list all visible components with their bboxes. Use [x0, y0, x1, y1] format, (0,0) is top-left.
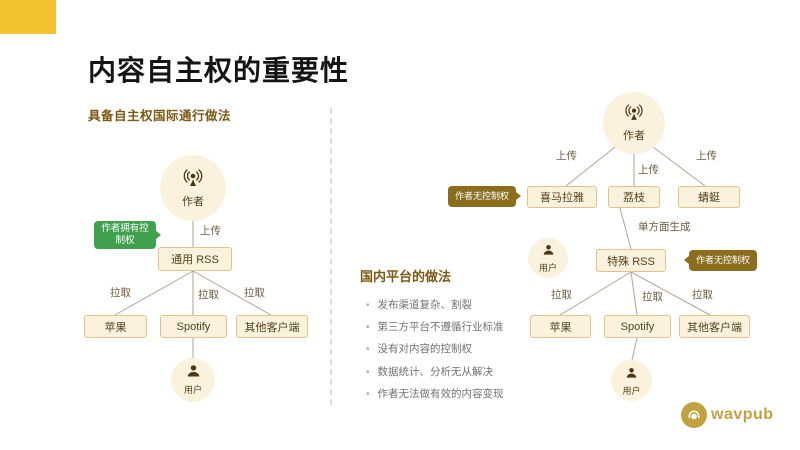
right-user-node-bottom: 用户 — [611, 360, 652, 401]
podcast-author-icon — [622, 103, 646, 126]
pull-label: 拉取 — [642, 291, 663, 303]
bullet-dot: • — [366, 322, 370, 334]
section-divider — [330, 108, 332, 405]
bullet-dot: • — [366, 344, 370, 356]
client-box-spotify: Spotify — [160, 315, 227, 338]
bullet-text: 没有对内容的控制权 — [377, 343, 473, 356]
upload-label: 上传 — [556, 150, 577, 162]
panel-heading: 国内平台的做法 — [360, 269, 452, 284]
user-label: 用户 — [622, 385, 641, 396]
left-section-heading: 具备自主权国际通行做法 — [88, 109, 232, 123]
corner-accent — [0, 0, 56, 34]
upload-label: 上传 — [638, 164, 659, 176]
podcast-author-icon — [180, 168, 206, 192]
bullet-dot: • — [366, 366, 370, 378]
headphones-person-icon — [681, 402, 707, 428]
logo-text: wavpub — [711, 406, 774, 423]
right-user-node-mid: 用户 — [528, 238, 568, 278]
list-item: • 第三方平台不遵循行业标准 — [366, 320, 596, 335]
bullet-text: 作者无法做有效的内容变现 — [377, 387, 504, 400]
author-label: 作者 — [623, 130, 645, 142]
platform-box-ximalaya: 喜马拉雅 — [527, 186, 597, 208]
page-title: 内容自主权的重要性 — [88, 54, 350, 86]
author-label: 作者 — [182, 195, 204, 208]
bullet-text: 第三方平台不遵循行业标准 — [377, 321, 504, 334]
right-author-node: 作者 — [603, 92, 665, 154]
pull-label: 拉取 — [692, 289, 713, 301]
client-box-other: 其他客户端 — [236, 315, 308, 338]
list-item: • 数据统计、分析无从解决 — [366, 365, 596, 380]
client-box-apple: 苹果 — [84, 315, 147, 338]
pull-label: 拉取 — [551, 289, 572, 301]
author-has-control-tag: 作者拥有控制权 — [94, 221, 161, 249]
special-rss-box: 特殊 RSS — [596, 249, 666, 272]
platform-box-qingting: 蜻蜓 — [678, 186, 740, 208]
user-icon — [625, 365, 638, 383]
bullet-dot: • — [366, 388, 370, 400]
brand-logo: wavpub — [681, 402, 774, 428]
unilateral-generate-label: 单方面生成 — [638, 221, 691, 233]
no-control-tag-right: 作者无控制权 — [684, 250, 757, 271]
pull-label: 拉取 — [110, 287, 131, 299]
client-box-apple: 苹果 — [530, 315, 591, 338]
upload-label: 上传 — [696, 150, 717, 162]
no-control-tag-left: 作者无控制权 — [448, 186, 521, 207]
user-label: 用户 — [183, 385, 202, 395]
left-user-node: 用户 — [171, 358, 215, 402]
pull-label: 拉取 — [244, 287, 265, 299]
left-author-node: 作者 — [160, 155, 226, 221]
bullet-text: 数据统计、分析无从解决 — [377, 365, 494, 378]
client-box-spotify: Spotify — [604, 315, 671, 338]
platform-box-lizhi: 荔枝 — [608, 186, 660, 208]
bullet-text: 发布渠道复杂、割裂 — [377, 299, 473, 311]
bullet-dot: • — [366, 300, 370, 311]
user-icon — [186, 364, 201, 382]
client-box-other: 其他客户端 — [679, 315, 750, 338]
list-item: • 作者无法做有效的内容变现 — [366, 387, 596, 402]
upload-label: 上传 — [200, 225, 221, 237]
list-item: • 发布渠道复杂、割裂 — [366, 298, 596, 313]
generic-rss-box: 通用 RSS — [158, 247, 232, 271]
pull-label: 拉取 — [198, 289, 219, 301]
user-label: 用户 — [538, 263, 557, 273]
user-icon — [542, 242, 555, 260]
bullet-list: • 发布渠道复杂、割裂 • 第三方平台不遵循行业标准 • 没有对内容的控制权 •… — [366, 298, 596, 409]
list-item: • 没有对内容的控制权 — [366, 342, 596, 357]
